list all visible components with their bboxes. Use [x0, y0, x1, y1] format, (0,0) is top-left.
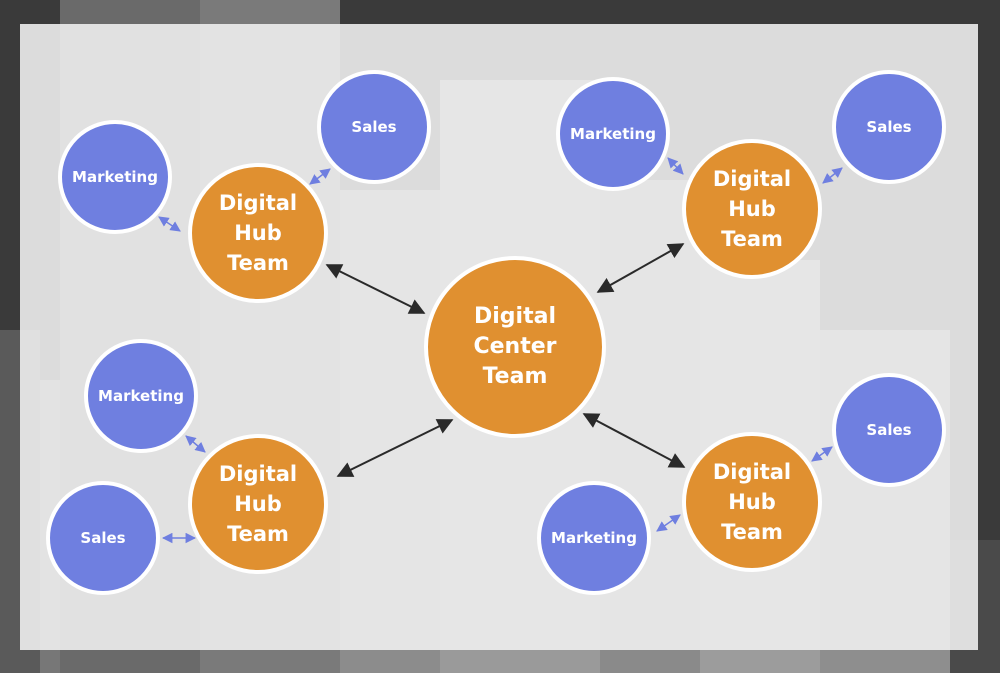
- satellite-label: Marketing: [98, 387, 184, 405]
- satellite-label: Sales: [351, 118, 396, 136]
- satellite-hub-arrow: [657, 515, 680, 531]
- hub-label-line: Digital: [713, 457, 791, 487]
- satellite-hub-arrow: [310, 169, 330, 184]
- hub-label-line: Digital: [713, 164, 791, 194]
- hub-center-arrow: [584, 414, 684, 467]
- hub-center-arrow: [338, 420, 452, 476]
- digital-hub-team-node: Digital Hub Team: [682, 139, 822, 279]
- hub-label-line: Digital: [219, 188, 297, 218]
- hub-label-line: Team: [713, 224, 791, 254]
- sales-node: Sales: [317, 70, 431, 184]
- marketing-node: Marketing: [537, 481, 651, 595]
- center-label-line: Team: [473, 362, 556, 392]
- center-label-line: Center: [473, 332, 556, 362]
- digital-hub-team-node: Digital Hub Team: [188, 434, 328, 574]
- sales-node: Sales: [832, 70, 946, 184]
- satellite-label: Sales: [866, 421, 911, 439]
- satellite-label: Marketing: [72, 168, 158, 186]
- satellite-label: Marketing: [570, 125, 656, 143]
- satellite-label: Sales: [80, 529, 125, 547]
- satellite-hub-arrow: [668, 158, 683, 174]
- satellite-hub-arrow: [823, 168, 842, 183]
- center-label-line: Digital: [473, 302, 556, 332]
- hub-label-line: Team: [219, 248, 297, 278]
- hub-center-arrow: [598, 244, 683, 292]
- digital-hub-team-node: Digital Hub Team: [682, 432, 822, 572]
- marketing-node: Marketing: [84, 339, 198, 453]
- sales-node: Sales: [46, 481, 160, 595]
- sales-node: Sales: [832, 373, 946, 487]
- hub-label-line: Team: [219, 519, 297, 549]
- hub-label-line: Team: [713, 517, 791, 547]
- satellite-label: Marketing: [551, 529, 637, 547]
- hub-center-arrow: [327, 265, 424, 313]
- satellite-hub-arrow: [186, 436, 205, 452]
- marketing-node: Marketing: [556, 77, 670, 191]
- digital-hub-team-node: Digital Hub Team: [188, 163, 328, 303]
- satellite-hub-arrow: [159, 217, 180, 231]
- hub-label-line: Hub: [713, 487, 791, 517]
- satellite-label: Sales: [866, 118, 911, 136]
- marketing-node: Marketing: [58, 120, 172, 234]
- hub-label-line: Hub: [219, 218, 297, 248]
- hub-label-line: Hub: [713, 194, 791, 224]
- satellite-hub-arrow: [812, 447, 832, 461]
- hub-label-line: Hub: [219, 489, 297, 519]
- digital-center-team-node: Digital Center Team: [424, 256, 606, 438]
- hub-label-line: Digital: [219, 459, 297, 489]
